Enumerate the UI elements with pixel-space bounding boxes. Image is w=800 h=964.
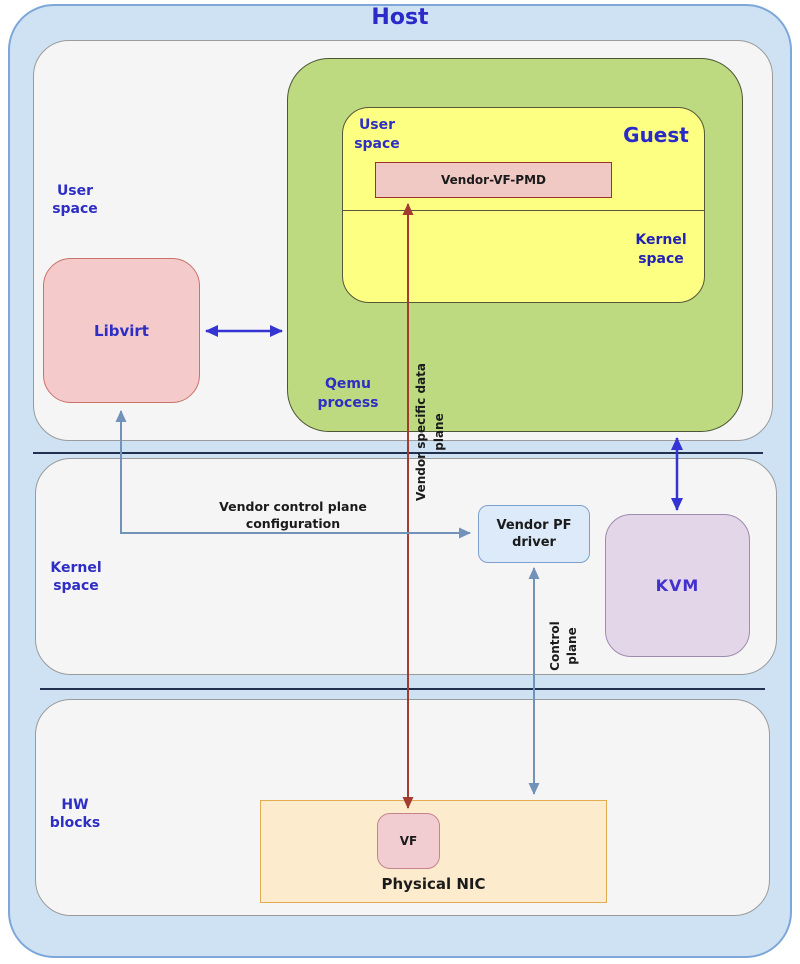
label-kernel-space: Kernel space — [50, 560, 102, 594]
vendor-vf-pmd-box: Vendor-VF-PMD — [375, 162, 612, 198]
label-user-space: User space — [52, 183, 98, 217]
guest-kernel-space-label: Kernel space — [635, 232, 687, 267]
qemu-process-label: Qemu process — [317, 376, 379, 411]
label-control-plane: Control plane — [548, 621, 579, 671]
label-vendor-specific-data-plane: Vendor specific data plane — [414, 362, 446, 502]
guest-title: Guest — [623, 123, 689, 147]
vf-box: VF — [377, 813, 440, 869]
physical-nic-label: Physical NIC — [381, 875, 486, 893]
vendor-pf-driver-box: Vendor PF driver — [478, 505, 590, 563]
libvirt-box: Libvirt — [43, 258, 200, 403]
label-vendor-control-plane-config: Vendor control plane configuration — [219, 499, 367, 531]
separator-user-kernel — [33, 452, 763, 454]
guest-user-kernel-divider — [343, 210, 704, 211]
kvm-box: KVM — [605, 514, 750, 657]
separator-kernel-hw — [40, 688, 765, 690]
guest-user-space-label: User space — [354, 117, 400, 152]
host-title: Host — [371, 5, 429, 30]
label-hw-blocks: HW blocks — [49, 797, 101, 831]
